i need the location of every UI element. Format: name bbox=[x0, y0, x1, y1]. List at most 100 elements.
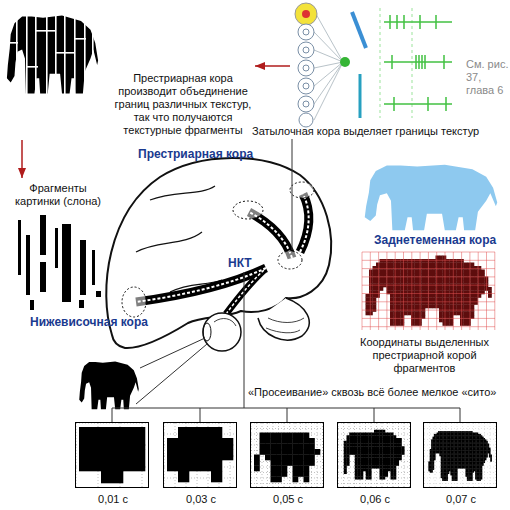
pixel bbox=[481, 270, 485, 274]
pixel bbox=[366, 468, 369, 471]
pixel bbox=[390, 312, 394, 316]
pixel bbox=[408, 294, 412, 298]
sieve-picture bbox=[164, 423, 236, 487]
pixel bbox=[474, 273, 478, 277]
pixel bbox=[450, 273, 454, 277]
pixel bbox=[464, 280, 468, 284]
pixel bbox=[380, 466, 383, 469]
pixel bbox=[366, 452, 369, 455]
pixel bbox=[404, 312, 408, 316]
pixel bbox=[464, 273, 468, 277]
pixel bbox=[355, 438, 358, 441]
pixel bbox=[396, 457, 399, 460]
pixel bbox=[260, 449, 266, 455]
pixel bbox=[393, 455, 396, 458]
pixel bbox=[363, 463, 366, 466]
pixel bbox=[101, 449, 123, 471]
pixel bbox=[344, 444, 347, 447]
pixel bbox=[474, 280, 478, 284]
pixel bbox=[422, 273, 426, 277]
pixel bbox=[450, 322, 454, 326]
pixel bbox=[265, 455, 271, 461]
pixel bbox=[397, 298, 401, 302]
coordinate-elephant bbox=[362, 252, 495, 330]
pixel bbox=[366, 477, 369, 480]
pixel bbox=[380, 438, 383, 441]
pixel bbox=[358, 438, 361, 441]
pixel bbox=[369, 280, 373, 284]
pixel bbox=[101, 471, 123, 483]
pixel bbox=[453, 312, 457, 316]
pixel bbox=[360, 438, 363, 441]
pixel bbox=[298, 449, 304, 455]
grid-line bbox=[251, 428, 323, 429]
pixel bbox=[397, 305, 401, 309]
pixel bbox=[371, 444, 374, 447]
pixel bbox=[471, 263, 475, 267]
pixel bbox=[304, 477, 310, 483]
pixel bbox=[380, 474, 383, 477]
pixel bbox=[254, 466, 260, 472]
pixel bbox=[373, 266, 377, 270]
pixel bbox=[260, 438, 266, 444]
pixel bbox=[393, 468, 396, 471]
grid-line bbox=[338, 472, 410, 473]
pixel bbox=[293, 449, 299, 455]
pixel bbox=[388, 466, 391, 469]
pixel bbox=[439, 263, 443, 267]
pixel bbox=[382, 441, 385, 444]
pixel bbox=[293, 433, 299, 439]
pixel bbox=[360, 463, 363, 466]
pixel bbox=[358, 460, 361, 463]
pixel bbox=[355, 466, 358, 469]
pixel bbox=[396, 446, 399, 449]
pixel bbox=[396, 460, 399, 463]
pixel bbox=[439, 270, 443, 274]
pixel bbox=[457, 259, 461, 263]
pixel bbox=[358, 455, 361, 458]
pixel bbox=[467, 280, 471, 284]
pixel bbox=[293, 466, 299, 472]
pixel bbox=[415, 263, 419, 267]
pixel bbox=[271, 438, 277, 444]
pixel bbox=[265, 449, 271, 455]
pixel bbox=[265, 438, 271, 444]
pixel bbox=[404, 266, 408, 270]
pixel bbox=[399, 438, 402, 441]
pixel bbox=[349, 435, 352, 438]
pixel bbox=[352, 444, 355, 447]
pixel bbox=[404, 298, 408, 302]
receptive-field bbox=[298, 96, 314, 112]
pixel bbox=[293, 477, 299, 483]
pixel bbox=[287, 444, 293, 450]
fiber-line bbox=[314, 32, 343, 62]
pixel bbox=[298, 444, 304, 450]
pixel bbox=[282, 466, 288, 472]
pixel bbox=[474, 287, 478, 291]
pixel bbox=[408, 305, 412, 309]
pixel bbox=[376, 266, 380, 270]
pixel bbox=[385, 474, 388, 477]
pixel bbox=[363, 446, 366, 449]
pixel bbox=[363, 441, 366, 444]
pixel bbox=[474, 298, 478, 302]
pixel bbox=[450, 294, 454, 298]
pixel bbox=[446, 259, 450, 263]
receptive-center bbox=[303, 101, 309, 107]
pixel bbox=[276, 466, 282, 472]
pixel bbox=[471, 294, 475, 298]
pixel bbox=[298, 433, 304, 439]
pixel bbox=[391, 435, 394, 438]
pixel bbox=[369, 305, 373, 309]
pixel bbox=[276, 444, 282, 450]
pixel bbox=[429, 270, 433, 274]
pixel bbox=[464, 294, 468, 298]
pixel bbox=[439, 294, 443, 298]
pixel bbox=[390, 319, 394, 323]
pixel bbox=[382, 446, 385, 449]
pixel bbox=[344, 449, 347, 452]
pixel bbox=[382, 430, 385, 433]
pixel bbox=[271, 471, 277, 477]
pixel bbox=[397, 280, 401, 284]
pixel bbox=[388, 468, 391, 471]
